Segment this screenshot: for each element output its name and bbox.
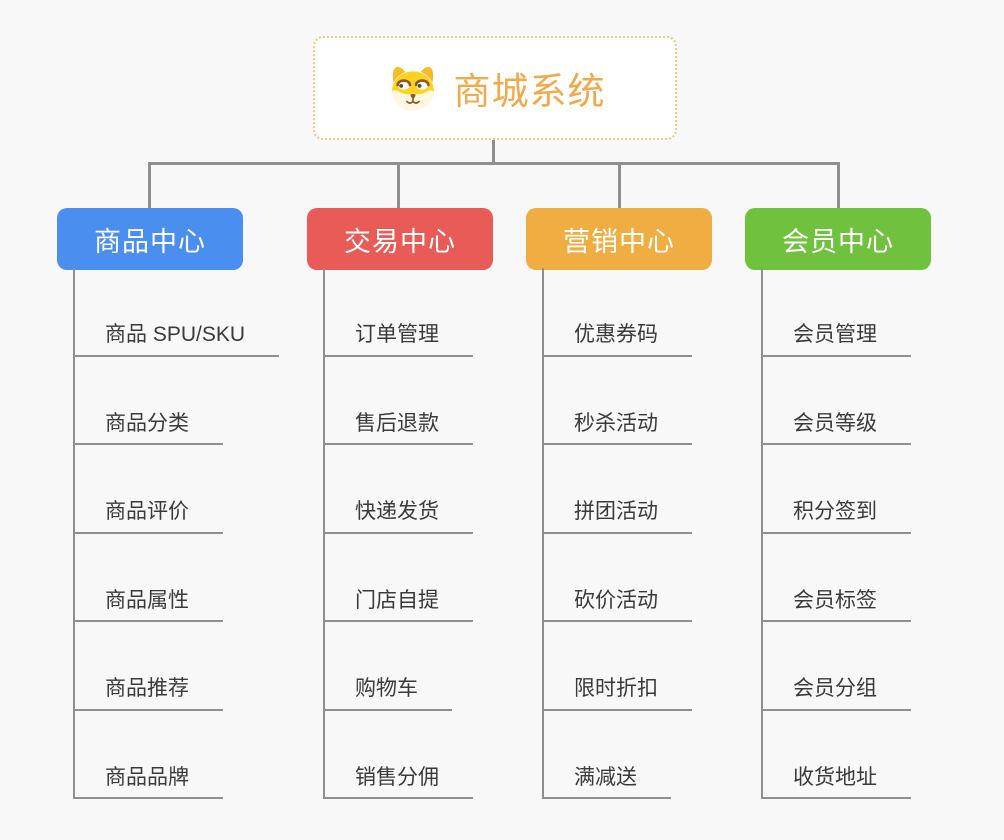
drop-line-marketing-center: [617, 162, 621, 210]
leaf-item[interactable]: 积分签到: [763, 499, 911, 534]
leaf-item[interactable]: 会员管理: [763, 322, 911, 357]
leaf-row: 优惠券码: [544, 268, 692, 357]
leaf-row: 会员标签: [763, 534, 911, 622]
root-node[interactable]: 商城系统: [313, 36, 677, 140]
drop-line-product-center: [147, 162, 151, 210]
leaf-item[interactable]: 商品属性: [75, 588, 223, 622]
leaf-item[interactable]: 秒杀活动: [544, 411, 692, 445]
root-connector-line: [492, 138, 495, 165]
leaf-item[interactable]: 优惠券码: [544, 322, 692, 357]
leaf-row: 满减送: [544, 711, 692, 799]
leaf-row: 商品分类: [75, 357, 279, 445]
leaf-row: 商品属性: [75, 534, 279, 622]
leaf-row: 售后退款: [325, 357, 473, 445]
leaf-row: 商品 SPU/SKU: [75, 268, 280, 357]
leaf-item[interactable]: 订单管理: [325, 322, 473, 357]
leaf-row: 会员分组: [763, 622, 911, 711]
children-trade-center: 订单管理 售后退款 快递发货 门店自提 购物车 销售分佣: [323, 268, 473, 799]
drop-line-trade-center: [397, 162, 400, 210]
leaf-item[interactable]: 售后退款: [325, 411, 473, 445]
branch-node-trade-center[interactable]: 交易中心: [307, 208, 493, 270]
leaf-item[interactable]: 商品品牌: [75, 765, 223, 799]
leaf-item[interactable]: 会员标签: [763, 588, 911, 622]
leaf-row: 秒杀活动: [544, 357, 692, 445]
leaf-item[interactable]: 商品分类: [75, 411, 223, 445]
leaf-item[interactable]: 门店自提: [325, 588, 473, 622]
children-member-center: 会员管理 会员等级 积分签到 会员标签 会员分组 收货地址: [761, 268, 911, 799]
leaf-item[interactable]: 会员等级: [763, 411, 911, 445]
leaf-item[interactable]: 快递发货: [325, 499, 473, 534]
leaf-item[interactable]: 购物车: [325, 676, 452, 711]
leaf-row: 商品推荐: [75, 622, 279, 711]
leaf-item[interactable]: 拼团活动: [544, 499, 692, 534]
leaf-item[interactable]: 商品 SPU/SKU: [75, 322, 280, 357]
leaf-item[interactable]: 收货地址: [763, 765, 911, 799]
children-marketing-center: 优惠券码 秒杀活动 拼团活动 砍价活动 限时折扣 满减送: [542, 268, 692, 799]
leaf-row: 快递发货: [325, 445, 473, 534]
leaf-row: 积分签到: [763, 445, 911, 534]
leaf-item[interactable]: 会员分组: [763, 676, 911, 711]
leaf-row: 销售分佣: [325, 711, 473, 799]
branch-bus-line: [149, 162, 840, 165]
branch-node-member-center[interactable]: 会员中心: [745, 208, 931, 270]
leaf-row: 限时折扣: [544, 622, 692, 711]
leaf-row: 收货地址: [763, 711, 911, 799]
leaf-row: 购物车: [325, 622, 473, 711]
children-product-center: 商品 SPU/SKU 商品分类 商品评价 商品属性 商品推荐 商品品牌: [73, 268, 280, 799]
leaf-row: 会员等级: [763, 357, 911, 445]
leaf-row: 门店自提: [325, 534, 473, 622]
leaf-row: 订单管理: [325, 268, 473, 357]
leaf-item[interactable]: 满减送: [544, 765, 671, 799]
branch-node-product-center[interactable]: 商品中心: [57, 208, 243, 270]
leaf-row: 拼团活动: [544, 445, 692, 534]
dog-face-icon: [391, 66, 434, 111]
leaf-row: 商品评价: [75, 445, 279, 534]
drop-line-member-center: [836, 162, 840, 210]
leaf-item[interactable]: 商品评价: [75, 499, 223, 534]
leaf-row: 商品品牌: [75, 711, 279, 799]
leaf-row: 会员管理: [763, 268, 911, 357]
leaf-item[interactable]: 商品推荐: [75, 676, 223, 711]
root-title: 商城系统: [453, 71, 606, 112]
leaf-item[interactable]: 限时折扣: [544, 676, 692, 711]
branch-node-marketing-center[interactable]: 营销中心: [526, 208, 712, 270]
leaf-item[interactable]: 销售分佣: [325, 765, 473, 799]
leaf-row: 砍价活动: [544, 534, 692, 622]
leaf-item[interactable]: 砍价活动: [544, 588, 692, 622]
